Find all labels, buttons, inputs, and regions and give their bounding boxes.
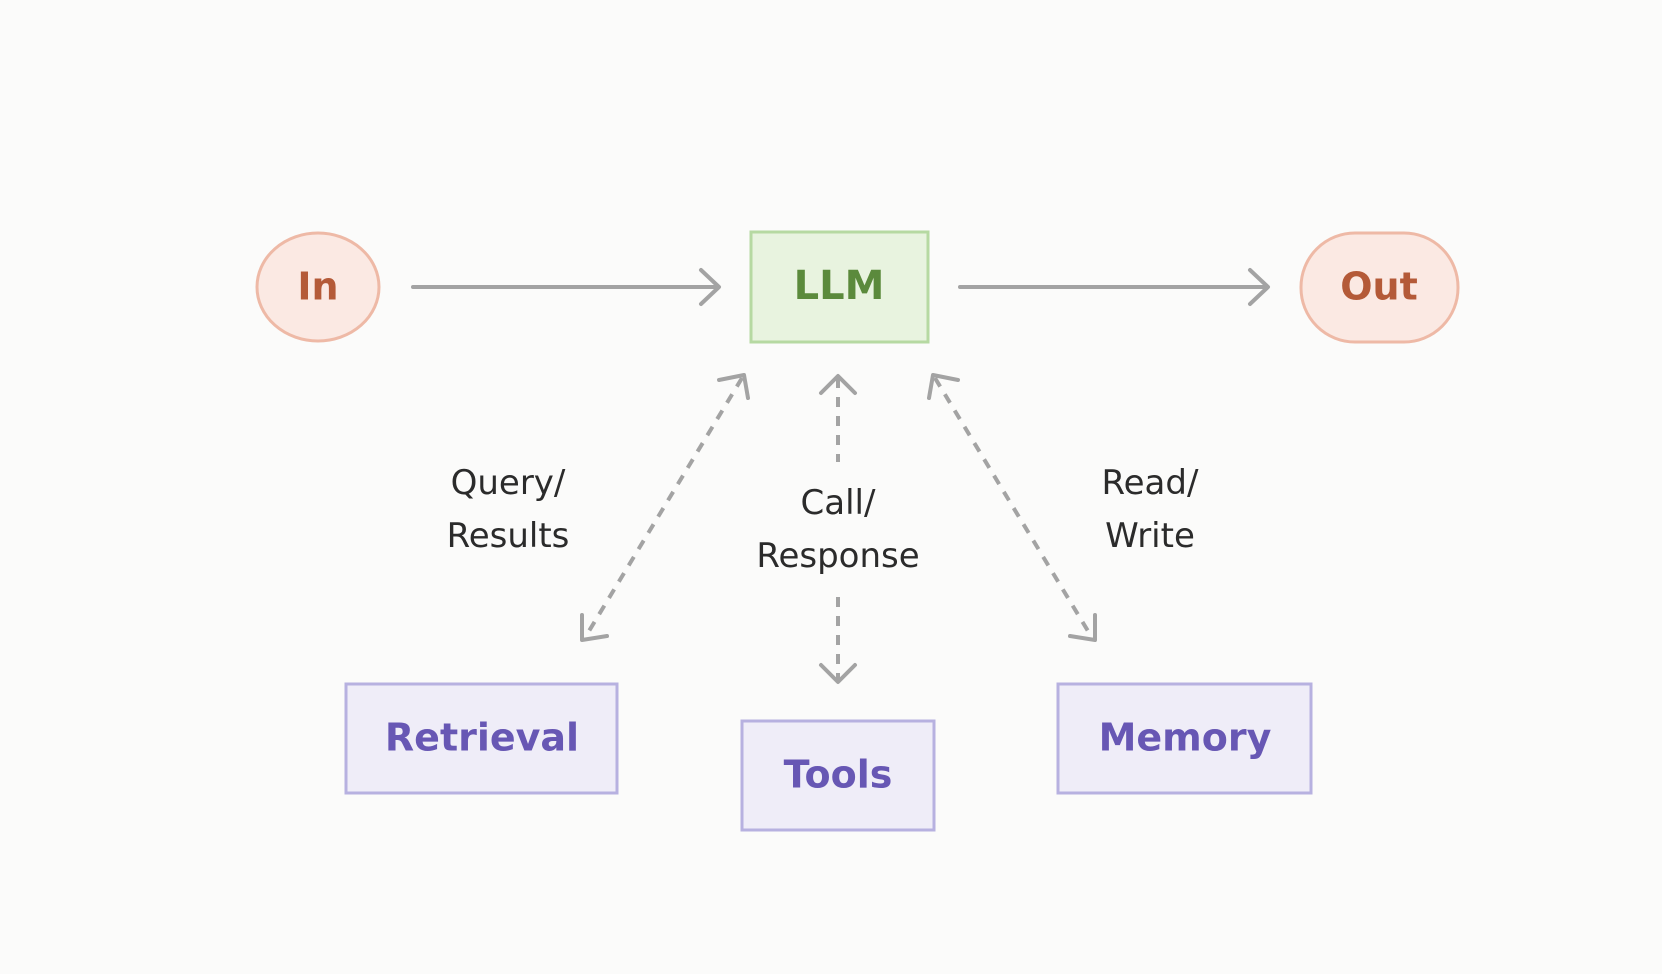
llm-node-label: LLM	[794, 263, 885, 309]
edge-label-query-results: Query/ Results	[447, 463, 570, 556]
arrow-llm-retrieval	[580, 373, 750, 642]
output-node-label: Out	[1340, 265, 1418, 309]
arrow-llm-memory	[927, 373, 1097, 642]
output-node-shape	[1299, 231, 1460, 344]
output-node: Out	[1299, 231, 1460, 344]
edge-label-call-response: Call/ Response	[756, 483, 919, 576]
arrow-llm-tools	[819, 374, 857, 684]
edge-label-read-write: Read/ Write	[1102, 463, 1199, 556]
tools-node-shape	[740, 719, 936, 832]
edge-label-results: Results	[447, 516, 570, 556]
input-node-shape	[255, 231, 381, 343]
llm-node-shape	[749, 230, 930, 344]
llm-node: LLM	[749, 230, 930, 344]
edge-label-response: Response	[756, 536, 919, 576]
retrieval-node-shape	[344, 682, 619, 795]
tools-node-label: Tools	[784, 753, 893, 797]
arrow-in-to-llm	[411, 268, 721, 306]
memory-node-label: Memory	[1099, 716, 1272, 760]
edge-label-query: Query/	[451, 463, 566, 503]
edge-label-write: Write	[1105, 516, 1195, 556]
memory-node-shape	[1056, 682, 1313, 795]
input-node: In	[255, 231, 381, 343]
edge-label-read: Read/	[1102, 463, 1199, 503]
retrieval-node-label: Retrieval	[385, 716, 579, 760]
arrow-llm-to-out	[958, 268, 1270, 306]
edge-label-call: Call/	[801, 483, 876, 523]
retrieval-node: Retrieval	[344, 682, 619, 795]
input-node-label: In	[297, 265, 338, 309]
memory-node: Memory	[1056, 682, 1313, 795]
tools-node: Tools	[740, 719, 936, 832]
